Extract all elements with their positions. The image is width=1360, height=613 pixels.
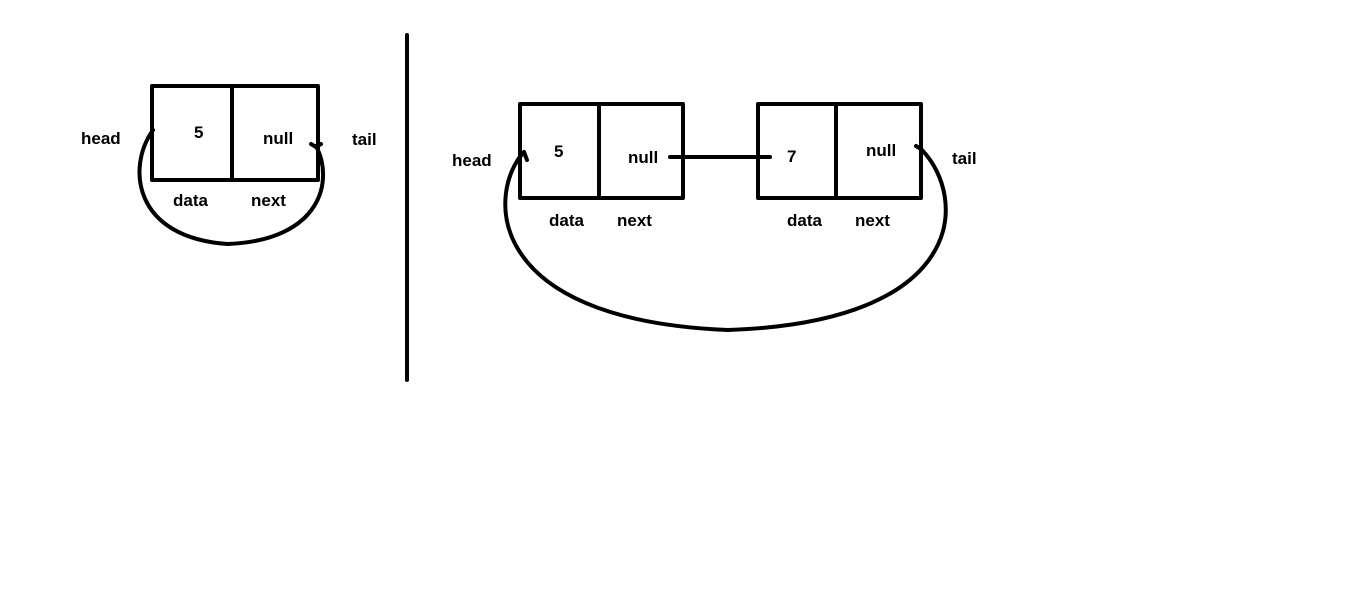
right-loop-tail-tick bbox=[914, 144, 923, 151]
right-loop-curve bbox=[503, 148, 948, 332]
right-loop-arrowhead bbox=[517, 150, 529, 162]
right-head-label: head bbox=[452, 151, 492, 170]
right-node-1-next-caption: next bbox=[617, 211, 652, 230]
left-tail-label: tail bbox=[352, 130, 377, 149]
right-node-2-data-caption: data bbox=[787, 211, 822, 230]
right-node-2-next-value: null bbox=[866, 141, 897, 160]
right-node-2-next-caption: next bbox=[855, 211, 890, 230]
right-node-1-box bbox=[518, 102, 685, 200]
right-node-1-data-caption: data bbox=[549, 211, 584, 230]
right-node-1-next-value: null bbox=[628, 148, 659, 167]
left-head-label: head bbox=[81, 129, 121, 148]
left-node-next-value: null bbox=[263, 129, 294, 148]
right-node-2-box bbox=[756, 102, 923, 200]
left-loop-curve bbox=[137, 128, 325, 246]
right-node-2-data-value: 7 bbox=[787, 147, 797, 166]
left-node-data-caption: data bbox=[173, 191, 208, 210]
left-node-data-value: 5 bbox=[194, 123, 204, 142]
right-tail-label: tail bbox=[952, 149, 977, 168]
left-loop-arrowhead bbox=[309, 142, 323, 149]
left-node-next-caption: next bbox=[251, 191, 286, 210]
right-node-1-data-value: 5 bbox=[554, 142, 564, 161]
